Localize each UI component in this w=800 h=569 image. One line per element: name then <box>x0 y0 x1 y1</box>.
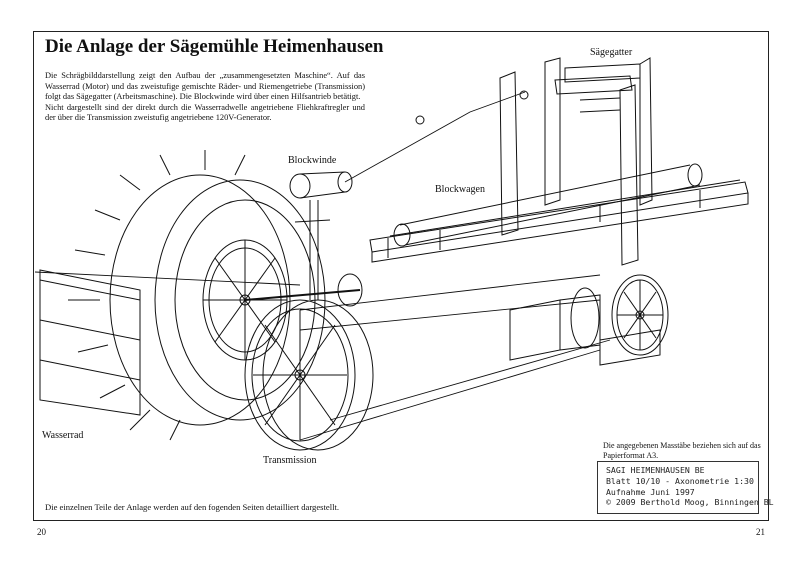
scale-note: Die angegebenen Masstäbe beziehen sich a… <box>603 441 761 460</box>
title-block-line-1: SAGI HEIMENHAUSEN BE <box>606 465 705 475</box>
pulley-block <box>415 115 425 125</box>
page-frame <box>33 31 769 521</box>
title-block: SAGI HEIMENHAUSEN BE Blatt 10/10 - Axono… <box>597 461 774 514</box>
page-number-left: 20 <box>37 527 46 537</box>
page-number-right: 21 <box>756 527 765 537</box>
label-transmission: Transmission <box>263 455 317 466</box>
intro-paragraph-2: Nicht dargestellt sind der direkt durch … <box>45 102 365 123</box>
right-flywheel <box>570 274 669 356</box>
label-blockwagen: Blockwagen <box>435 184 485 195</box>
label-wasserrad: Wasserrad <box>42 430 84 441</box>
transmission-flywheel <box>244 299 374 451</box>
log <box>393 163 703 247</box>
intro-text: Die Schrägbilddarstellung zeigt den Aufb… <box>45 71 365 124</box>
label-blockwinde: Blockwinde <box>288 155 337 166</box>
intro-paragraph-1: Die Schrägbilddarstellung zeigt den Aufb… <box>45 71 365 102</box>
blockwinde <box>289 171 353 300</box>
footer-note: Die einzelnen Teile der Anlage werden au… <box>45 502 340 512</box>
label-saegegatter: Sägegatter <box>590 47 633 58</box>
title-block-line-2: Blatt 10/10 - Axonometrie 1:30 <box>606 475 754 486</box>
wasserrad <box>39 150 326 441</box>
saegegatter-frame <box>499 57 653 266</box>
title-block-line-3: Aufnahme Juni 1997 <box>606 486 695 497</box>
title-block-line-4: © 2009 Berthold Moog, Binningen BL <box>606 497 774 508</box>
page-title: Die Anlage der Sägemühle Heimenhausen <box>45 36 384 57</box>
